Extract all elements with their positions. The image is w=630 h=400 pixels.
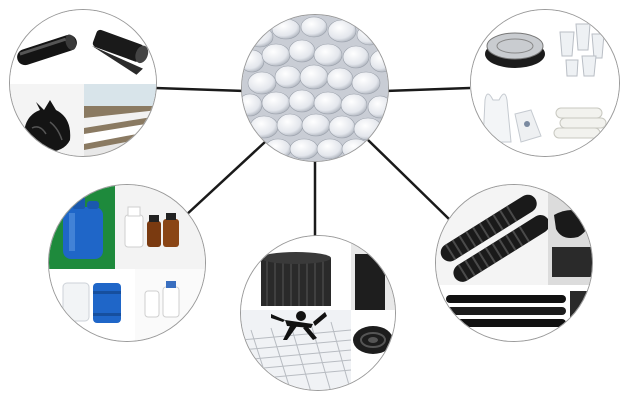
connector-top-left [154,86,246,93]
black-garbage-bag-icon [10,84,84,156]
white-and-blue-barrels-icon [49,269,135,341]
branch-corrugated-pipes-circle [435,184,593,342]
white-foam-rolls-icon [546,80,619,156]
black-tube-bundle-icon [436,285,592,341]
branch-bottles-drums-circle [48,184,206,342]
branch-packaging-circle [470,9,620,157]
black-pipe-roll-icon [10,10,84,84]
blue-chemical-drum-icon [49,185,115,269]
amber-medicine-bottles-icon [115,185,205,269]
white-cups-stack-icon [546,10,619,80]
branch-film-bags-circle [9,9,157,157]
falling-person-safety-net-icon [241,310,351,390]
black-hose-coil-icon [548,185,592,285]
white-pellets-cluster-icon [242,15,388,161]
black-mesh-coil-icon [351,310,395,390]
black-panel-icon [351,236,395,310]
branch-mesh-sheets-circle [240,235,396,391]
hub-pellets-circle [241,14,389,162]
black-plastic-tray-icon [471,10,546,80]
white-shopping-bags-icon [471,80,546,156]
black-sheet-roll-icon [241,236,351,310]
agricultural-mulch-film-icon [84,84,156,156]
black-corrugated-pipe-icon [436,185,548,285]
black-film-roll-icon [84,10,156,84]
white-pill-bottles-icon [135,269,205,341]
connector-top-right [384,86,471,93]
